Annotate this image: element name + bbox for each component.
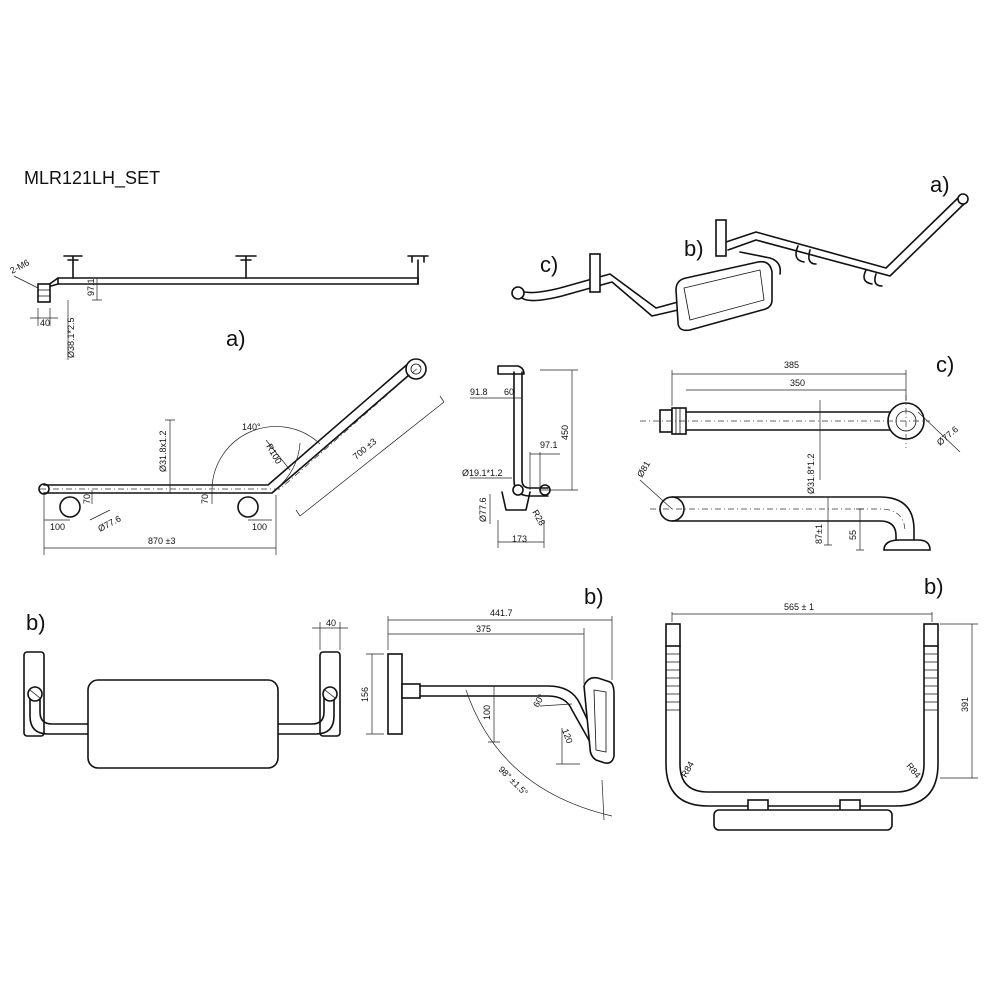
angle-98: 98° ±1.5°: [497, 764, 531, 798]
dim-565: 565 ± 1: [784, 602, 814, 612]
dim-70-right: 70: [200, 494, 210, 504]
angle-140: 140°: [242, 422, 261, 432]
dia-77-c: Ø77.6: [935, 424, 960, 447]
dim-350: 350: [790, 378, 805, 388]
radius-84-right: R84: [904, 761, 922, 780]
bar-a-elevation: 91.8 60 450 97.1 Ø19.1*1.2 Ø77.6 R28 173: [462, 365, 578, 548]
radius-100: R100: [264, 442, 283, 466]
length-870: 870 ±3: [148, 536, 175, 546]
label-a-iso: a): [930, 172, 950, 197]
bar-a-side-view: 2-M6 97.1 40 Ø38.1*2.5: [8, 255, 429, 360]
dim-100-right: 100: [252, 522, 267, 532]
radius-28: R28: [530, 508, 547, 527]
angle-60: 60°: [531, 692, 547, 709]
dim-441-7: 441.7: [490, 608, 513, 618]
dim-100-b: 100: [482, 705, 492, 720]
dia-77-left: Ø77.6: [96, 513, 122, 533]
drawing-title: MLR121LH_SET: [24, 168, 160, 189]
label-c-views: c): [936, 352, 954, 377]
dim-97-1-mid: 97.1: [540, 440, 558, 450]
bar-a-top-view: a) 140° R100 Ø31.8x1.2 700 ±3 70 70 100 …: [38, 326, 445, 555]
backrest-top-view: b) 565 ± 1 391 R84 R84: [665, 574, 978, 831]
label-b-iso: b): [684, 236, 704, 261]
dim-60: 60: [504, 387, 514, 397]
thread-dim: 2-M6: [8, 257, 31, 275]
dim-450: 450: [560, 425, 570, 440]
label-a-top: a): [226, 326, 246, 351]
dim-40-b: 40: [326, 618, 336, 628]
dim-91-8: 91.8: [470, 387, 488, 397]
dia-77-mid: Ø77.6: [478, 497, 488, 522]
length-700: 700 ±3: [351, 436, 378, 461]
pipe-31-c-dim: Ø31.8*1.2: [806, 453, 816, 494]
dim-87: 87±1: [814, 524, 824, 544]
label-b-front: b): [26, 610, 46, 635]
dim-391: 391: [960, 697, 970, 712]
isometric-set-view: a) b) c): [511, 172, 969, 332]
radius-84-left: R84: [679, 760, 696, 779]
dim-385: 385: [784, 360, 799, 370]
dim-97-1: 97.1: [86, 278, 96, 296]
backrest-front-view: b) 40: [23, 610, 348, 769]
dim-55: 55: [848, 530, 858, 540]
bar-c-views: c) 385 350 Ø31.8*1.2 Ø77.6 Ø81 87±1 55: [635, 352, 961, 551]
dim-40: 40: [40, 318, 50, 328]
dim-375: 375: [476, 624, 491, 634]
pipe-31-dim: Ø31.8x1.2: [158, 430, 168, 472]
label-c-iso: c): [540, 252, 558, 277]
dim-173: 173: [512, 534, 527, 544]
dim-70-left: 70: [82, 494, 92, 504]
pipe-19-dim: Ø19.1*1.2: [462, 468, 503, 478]
dim-120: 120: [560, 727, 575, 745]
label-b-top: b): [924, 574, 944, 599]
dim-100-left: 100: [50, 522, 65, 532]
label-b-side: b): [584, 584, 604, 609]
pipe-38-dim: Ø38.1*2.5: [66, 317, 76, 358]
dim-156: 156: [360, 687, 370, 702]
backrest-side-view: b) 441.7 375 156 100 60° 120 98° ±1.5°: [360, 584, 615, 821]
dia-81: Ø81: [635, 459, 652, 479]
